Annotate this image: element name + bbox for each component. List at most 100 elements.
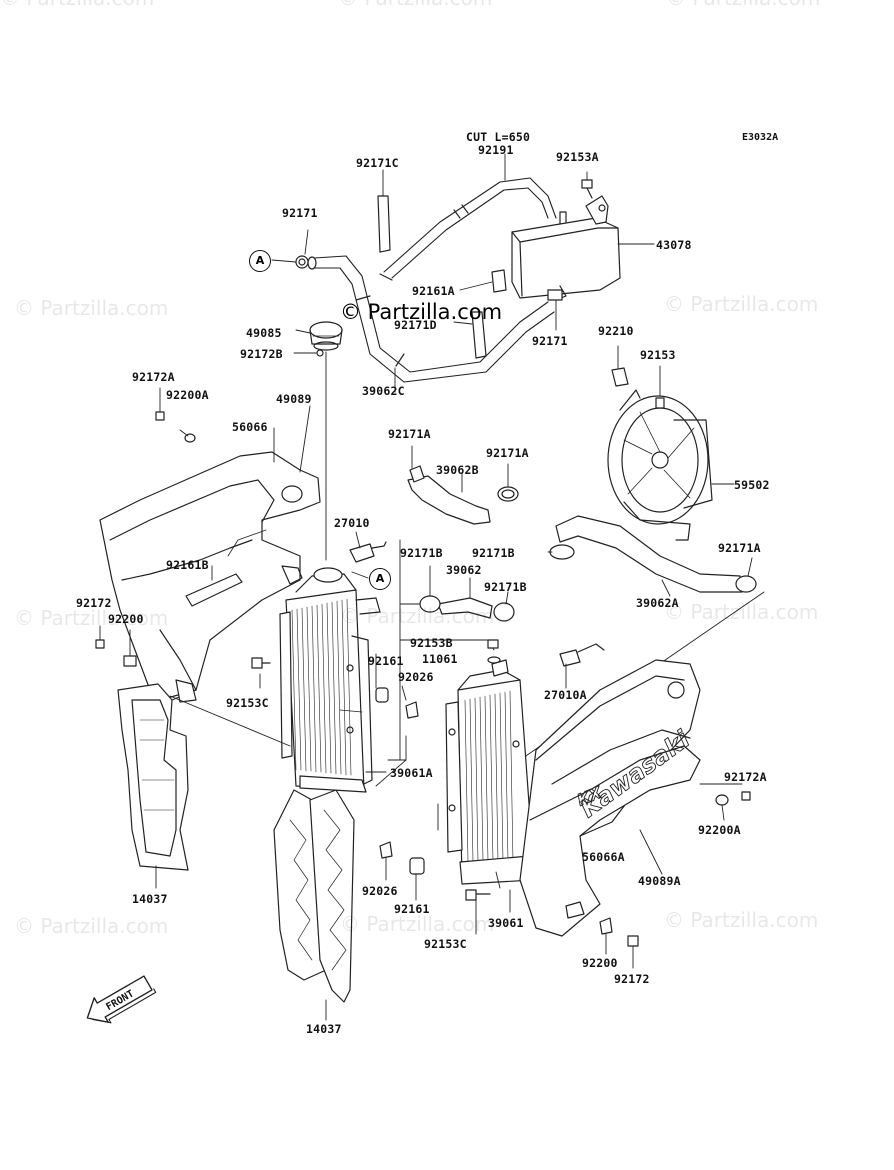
bolt-92153C-low [465,889,491,935]
label-56066: 56066 [232,420,268,434]
label-56066A: 56066A [582,850,625,864]
reference-marker-a-top: A [249,250,271,272]
label-92200A-left: 92200A [166,388,209,402]
fan-assembly [607,345,735,541]
label-92191: 92191 [478,143,514,157]
watermark-row3-left: © Partzilla.com [14,914,169,938]
label-92161A: 92161A [412,284,455,298]
watermark-top-center: © Partzilla.com [338,0,492,10]
watermark-row3-right: © Partzilla.com [664,908,819,932]
label-92171B-a: 92171B [400,546,443,560]
label-49085: 49085 [246,326,282,340]
label-39062C: 39062C [362,384,405,398]
label-14037-left: 14037 [132,892,168,906]
label-27010A: 27010A [544,688,587,702]
label-92161B: 92161B [166,558,209,572]
label-92200-left: 92200 [108,612,144,626]
label-92161-mid: 92161 [368,654,404,668]
label-92153: 92153 [640,348,676,362]
label-92171A-b: 92171A [486,446,529,460]
label-92172A-right: 92172A [724,770,767,784]
label-92153B: 92153B [410,636,453,650]
hose-39062 [419,565,515,622]
clamp-92171-right [547,289,563,331]
label-92026-low: 92026 [362,884,398,898]
clamp-92171D [453,311,487,359]
clamp-92171A-c [735,557,757,593]
right-radiator [445,659,535,913]
label-49089: 49089 [276,392,312,406]
collar-92200A-right [715,794,729,821]
right-radiator-shroud [519,659,743,937]
collar-92026-low [379,841,393,881]
sticker-92161B [185,565,243,607]
diagram-code: E3032A [742,132,779,143]
label-43078: 43078 [656,238,692,252]
bolt-92172A-right [741,791,751,801]
label-27010: 27010 [334,516,370,530]
label-92200A-right: 92200A [698,823,741,837]
label-92172-left: 92172 [76,596,112,610]
label-92161-low: 92161 [394,902,430,916]
label-11061: 11061 [422,652,458,666]
collar-92200-right [599,917,613,955]
watermark-row2-right: © Partzilla.com [664,600,819,624]
clamp-92171-top [295,229,309,269]
grommet-92161-low [409,857,425,901]
upper-hose-39062C [307,255,555,393]
temp-sensor-27010A [559,643,605,689]
label-92200-right: 92200 [582,956,618,970]
watermark-top-right: © Partzilla.com [666,0,820,10]
label-92171C: 92171C [356,156,399,170]
label-92171A-c: 92171A [718,541,761,555]
label-39062B: 39062B [436,463,479,477]
label-92171A-a: 92171A [388,427,431,441]
clamp-92171C [377,169,391,253]
collar-92200-left [123,629,137,667]
label-92172-right: 92172 [614,972,650,986]
bolt-92153B [487,639,499,649]
label-92171-top: 92171 [282,206,318,220]
label-92172B: 92172B [240,347,283,361]
bolt-92153A [581,171,593,199]
label-39062A: 39062A [636,596,679,610]
label-92172A-left: 92172A [132,370,175,384]
label-59502: 59502 [734,478,770,492]
radiator-cap [293,321,343,561]
label-39061: 39061 [488,916,524,930]
label-92171B-b: 92171B [472,546,515,560]
bolt-92172-left [95,625,105,649]
label-39062: 39062 [446,563,482,577]
label-49089A: 49089A [638,874,681,888]
label-92171B-c: 92171B [484,580,527,594]
collar-92200A-left [179,429,196,443]
label-92153A: 92153A [556,150,599,164]
clamp-92161A [459,269,507,293]
hose-39062A [555,515,743,597]
bolt-92172-right [627,935,639,969]
collar-92026-mid [405,701,419,719]
watermark-row2-left: © Partzilla.com [14,606,169,630]
front-direction-arrow: FRONT [86,975,157,1024]
radiator-guard-front [273,789,355,1021]
watermark-top-left: © Partzilla.com [0,0,154,10]
reference-marker-a-mid: A [369,568,391,590]
hose-39062B [407,445,491,525]
bolt-92153C-left [251,657,271,669]
watermark-row1-right: © Partzilla.com [664,292,819,316]
watermark-row2-center: © Partzilla.com [340,604,495,628]
label-92153C-low: 92153C [424,937,467,951]
reservoir-tank [511,195,655,301]
clamp-92171A-b [497,463,519,502]
label-92026-mid: 92026 [398,670,434,684]
label-14037-bottom: 14037 [306,1022,342,1036]
label-39061A: 39061A [390,766,433,780]
watermark-row3-center: © Partzilla.com [340,912,495,936]
grommet-92161-mid [375,687,389,703]
label-92210: 92210 [598,324,634,338]
watermark-center: © Partzilla.com [340,300,503,324]
watermark-row1-left: © Partzilla.com [14,296,169,320]
label-92171D: 92171D [394,318,437,332]
label-92171-right: 92171 [532,334,568,348]
